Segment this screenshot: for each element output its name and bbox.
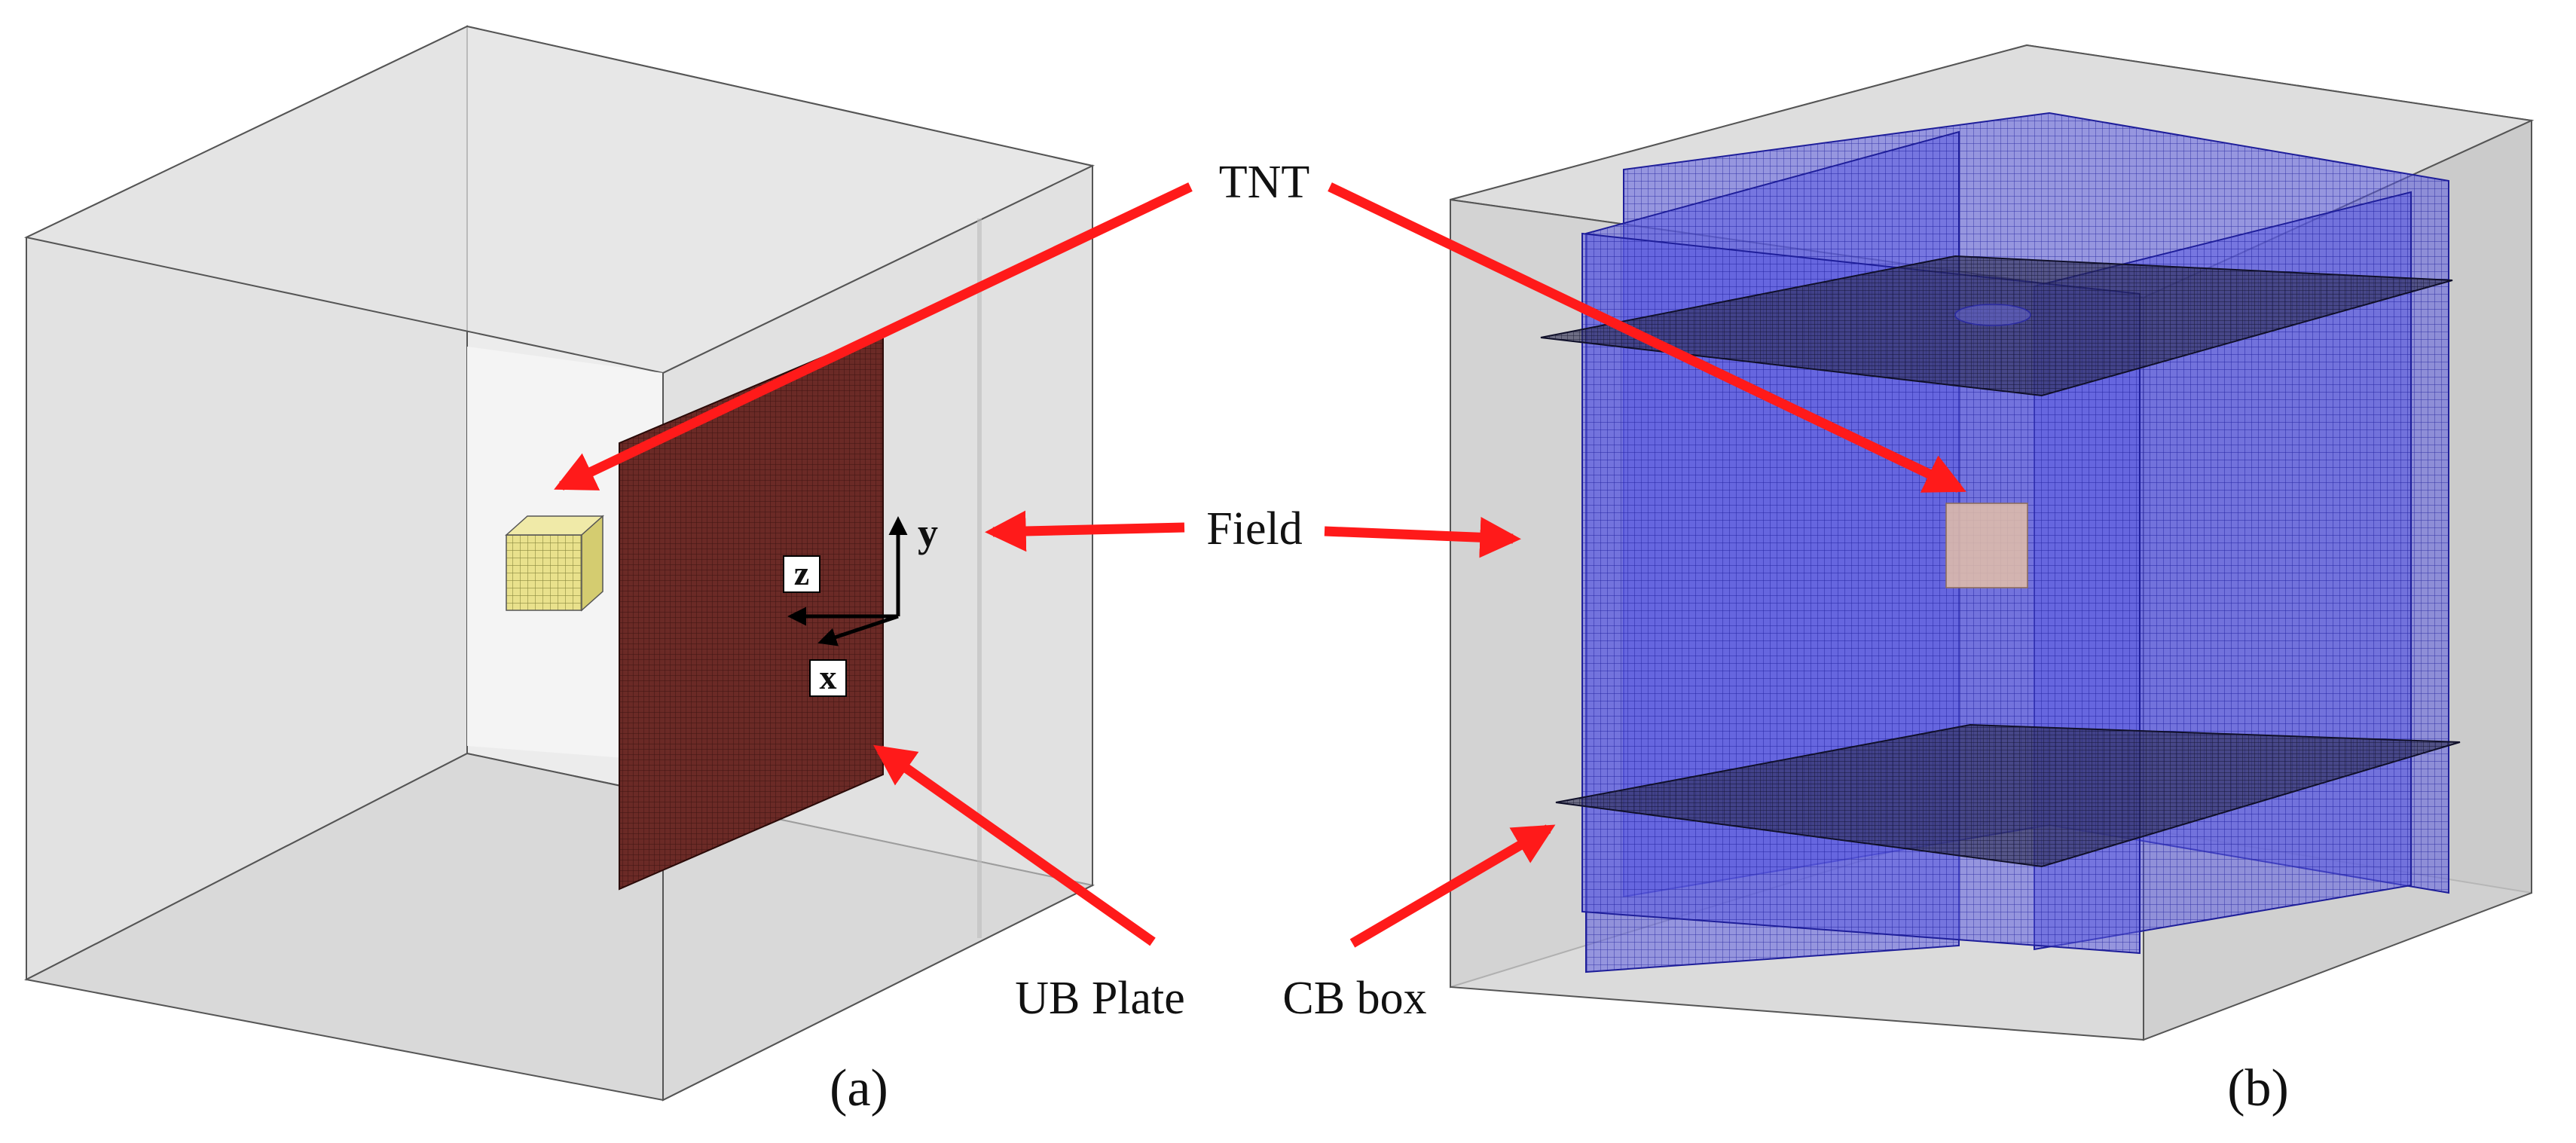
ub-plate-arrow	[873, 744, 1156, 946]
ub-plate-label: UB Plate	[1015, 973, 1185, 1024]
coordinate-axes: y z x	[783, 510, 938, 697]
cb-box-arrow	[1349, 824, 1556, 948]
axis-y-label: y	[918, 510, 938, 555]
tnt-block-b	[1945, 503, 2028, 588]
tnt-label: TNT	[1219, 157, 1310, 208]
cb-box-label: CB box	[1282, 973, 1426, 1024]
axis-x-box	[809, 659, 847, 697]
panel-a-label: (a)	[830, 1059, 888, 1117]
tnt-arrow-a	[554, 182, 1193, 491]
panel-b-scene	[1450, 44, 2535, 1041]
field-arrow-a	[985, 510, 1185, 552]
field-label: Field	[1206, 503, 1302, 555]
tnt-block-a	[505, 515, 604, 612]
axis-z-box	[783, 555, 820, 593]
cb-plane-bottom	[1555, 723, 2461, 868]
field-arrow-b	[1324, 516, 1521, 558]
annotations: TNT Field UB Plate CB box (a) (b)	[554, 157, 2289, 1117]
axis-z-label: z	[794, 554, 809, 592]
panel-a-scene: y z x	[23, 25, 1095, 1102]
cb-box-mesh	[1540, 112, 2461, 973]
axis-x-label: x	[820, 658, 837, 696]
panel-b-label: (b)	[2227, 1059, 2289, 1117]
tnt-arrow-b	[1328, 182, 1966, 493]
arrows	[554, 182, 1966, 948]
